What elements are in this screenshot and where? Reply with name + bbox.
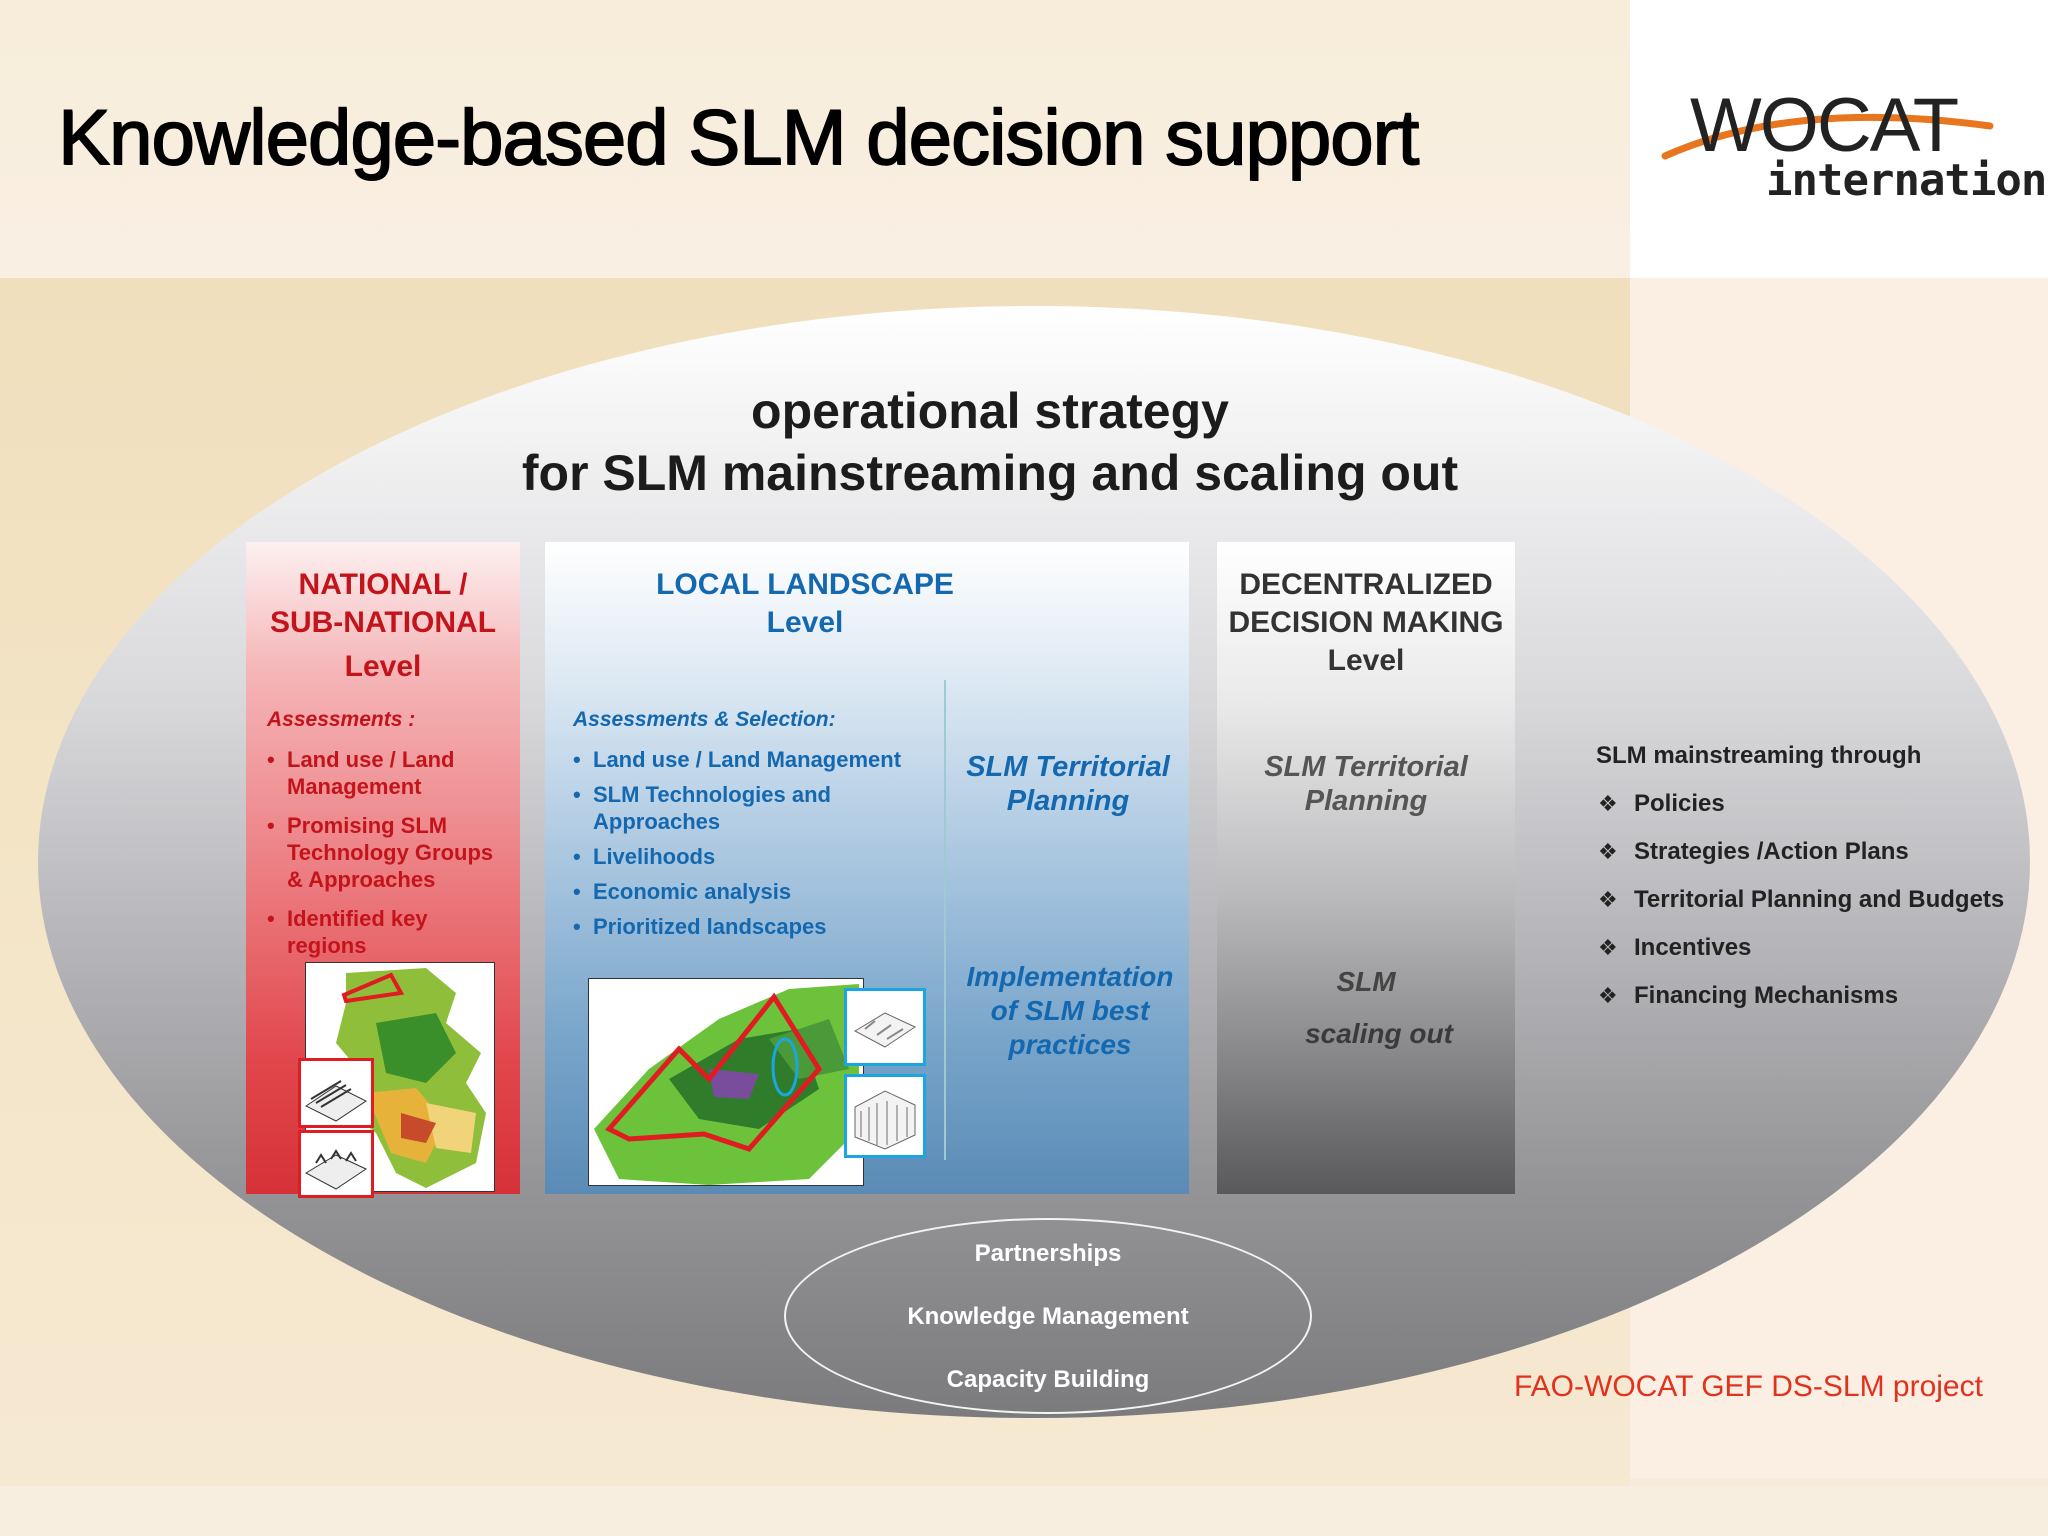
decentral-scaling-label: scaling out	[1305, 1018, 1453, 1049]
column-divider	[944, 680, 946, 1160]
field-thumbnail-icon	[298, 1130, 374, 1198]
list-item: Land use / Land Management	[267, 746, 512, 800]
list-item: ❖Incentives	[1598, 934, 1752, 961]
list-item: ❖Territorial Planning and Budgets	[1598, 886, 2005, 913]
decentral-heading-line-3: Level	[1327, 644, 1405, 677]
diamond-bullet-icon: ❖	[1598, 983, 1618, 1008]
mainstreaming-heading: SLM mainstreaming through	[1596, 742, 1922, 769]
logo-subtitle: international	[1766, 155, 2048, 206]
terrace-thumbnail-icon	[298, 1058, 374, 1128]
local-heading: LOCAL LANDSCAPE Level	[445, 566, 1165, 642]
decentral-heading-line-1: DECENTRALIZED	[1239, 568, 1493, 601]
local-implementation-label: Implementation of SLM best practices	[966, 961, 1174, 1060]
list-item: Economic analysis	[573, 878, 953, 905]
decentral-column	[1217, 542, 1515, 1194]
national-list: Land use / Land Management Promising SLM…	[267, 746, 512, 971]
national-heading-line-1: NATIONAL /	[298, 568, 468, 601]
strategy-line-1: operational strategy	[751, 383, 1229, 439]
diamond-bullet-icon: ❖	[1598, 887, 1618, 912]
page-title: Knowledge-based SLM decision support	[57, 92, 1420, 181]
diamond-bullet-icon: ❖	[1598, 839, 1618, 864]
core-ellipse	[784, 1218, 1312, 1414]
terraces-sketch-thumbnail-icon	[844, 1074, 926, 1158]
list-item: Land use / Land Management	[573, 746, 953, 773]
decentral-slm-label: SLM	[1336, 966, 1396, 997]
local-assessments-label: Assessments & Selection:	[573, 708, 836, 731]
bottom-background	[0, 1486, 2048, 1536]
list-item: ❖Financing Mechanisms	[1598, 982, 1899, 1009]
capacity-building-label: Capacity Building	[946, 1366, 1150, 1393]
list-item: ❖Policies	[1598, 790, 1725, 817]
national-assessments-label: Assessments :	[267, 708, 416, 731]
local-list: Land use / Land Management SLM Technolog…	[573, 746, 953, 948]
list-item: Livelihoods	[573, 843, 953, 870]
logo-brand: WOCAT	[1690, 83, 1959, 168]
diamond-bullet-icon: ❖	[1598, 935, 1618, 960]
footer-project-label: FAO-WOCAT GEF DS-SLM project	[1514, 1370, 1983, 1403]
national-level: Level	[344, 650, 422, 683]
national-heading: NATIONAL / SUB-NATIONAL	[246, 566, 520, 642]
list-item: Promising SLM Technology Groups & Approa…	[267, 812, 512, 893]
decentral-heading: DECENTRALIZED DECISION MAKING Level	[1217, 566, 1515, 680]
local-heading-line-2: Level	[766, 606, 844, 639]
logo-swoosh-icon	[1661, 113, 1994, 160]
strategy-line-2: for SLM mainstreaming and scaling out	[521, 445, 1459, 501]
list-item: SLM Technologies and Approaches	[573, 781, 953, 835]
header-background	[0, 0, 1630, 278]
list-item: Identified key regions	[267, 905, 512, 959]
partnerships-label: Partnerships	[974, 1240, 1122, 1267]
local-map-image	[588, 978, 864, 1186]
strategy-title: operational strategy for SLM mainstreami…	[380, 380, 1600, 504]
national-heading-line-2: SUB-NATIONAL	[269, 606, 497, 639]
mainstreaming-list: ❖Policies ❖Strategies /Action Plans ❖Ter…	[1596, 788, 2016, 1028]
decentral-heading-line-2: DECISION MAKING	[1228, 606, 1504, 639]
list-item: ❖Strategies /Action Plans	[1598, 838, 1909, 865]
decentral-planning-label: SLM Territorial Planning	[1264, 751, 1468, 817]
local-heading-line-1: LOCAL LANDSCAPE	[656, 568, 954, 601]
site-sketch-thumbnail-icon	[844, 988, 926, 1066]
knowledge-management-label: Knowledge Management	[907, 1303, 1189, 1330]
diamond-bullet-icon: ❖	[1598, 791, 1618, 816]
local-planning-label: SLM Territorial Planning	[966, 751, 1170, 817]
list-item: Prioritized landscapes	[573, 913, 953, 940]
